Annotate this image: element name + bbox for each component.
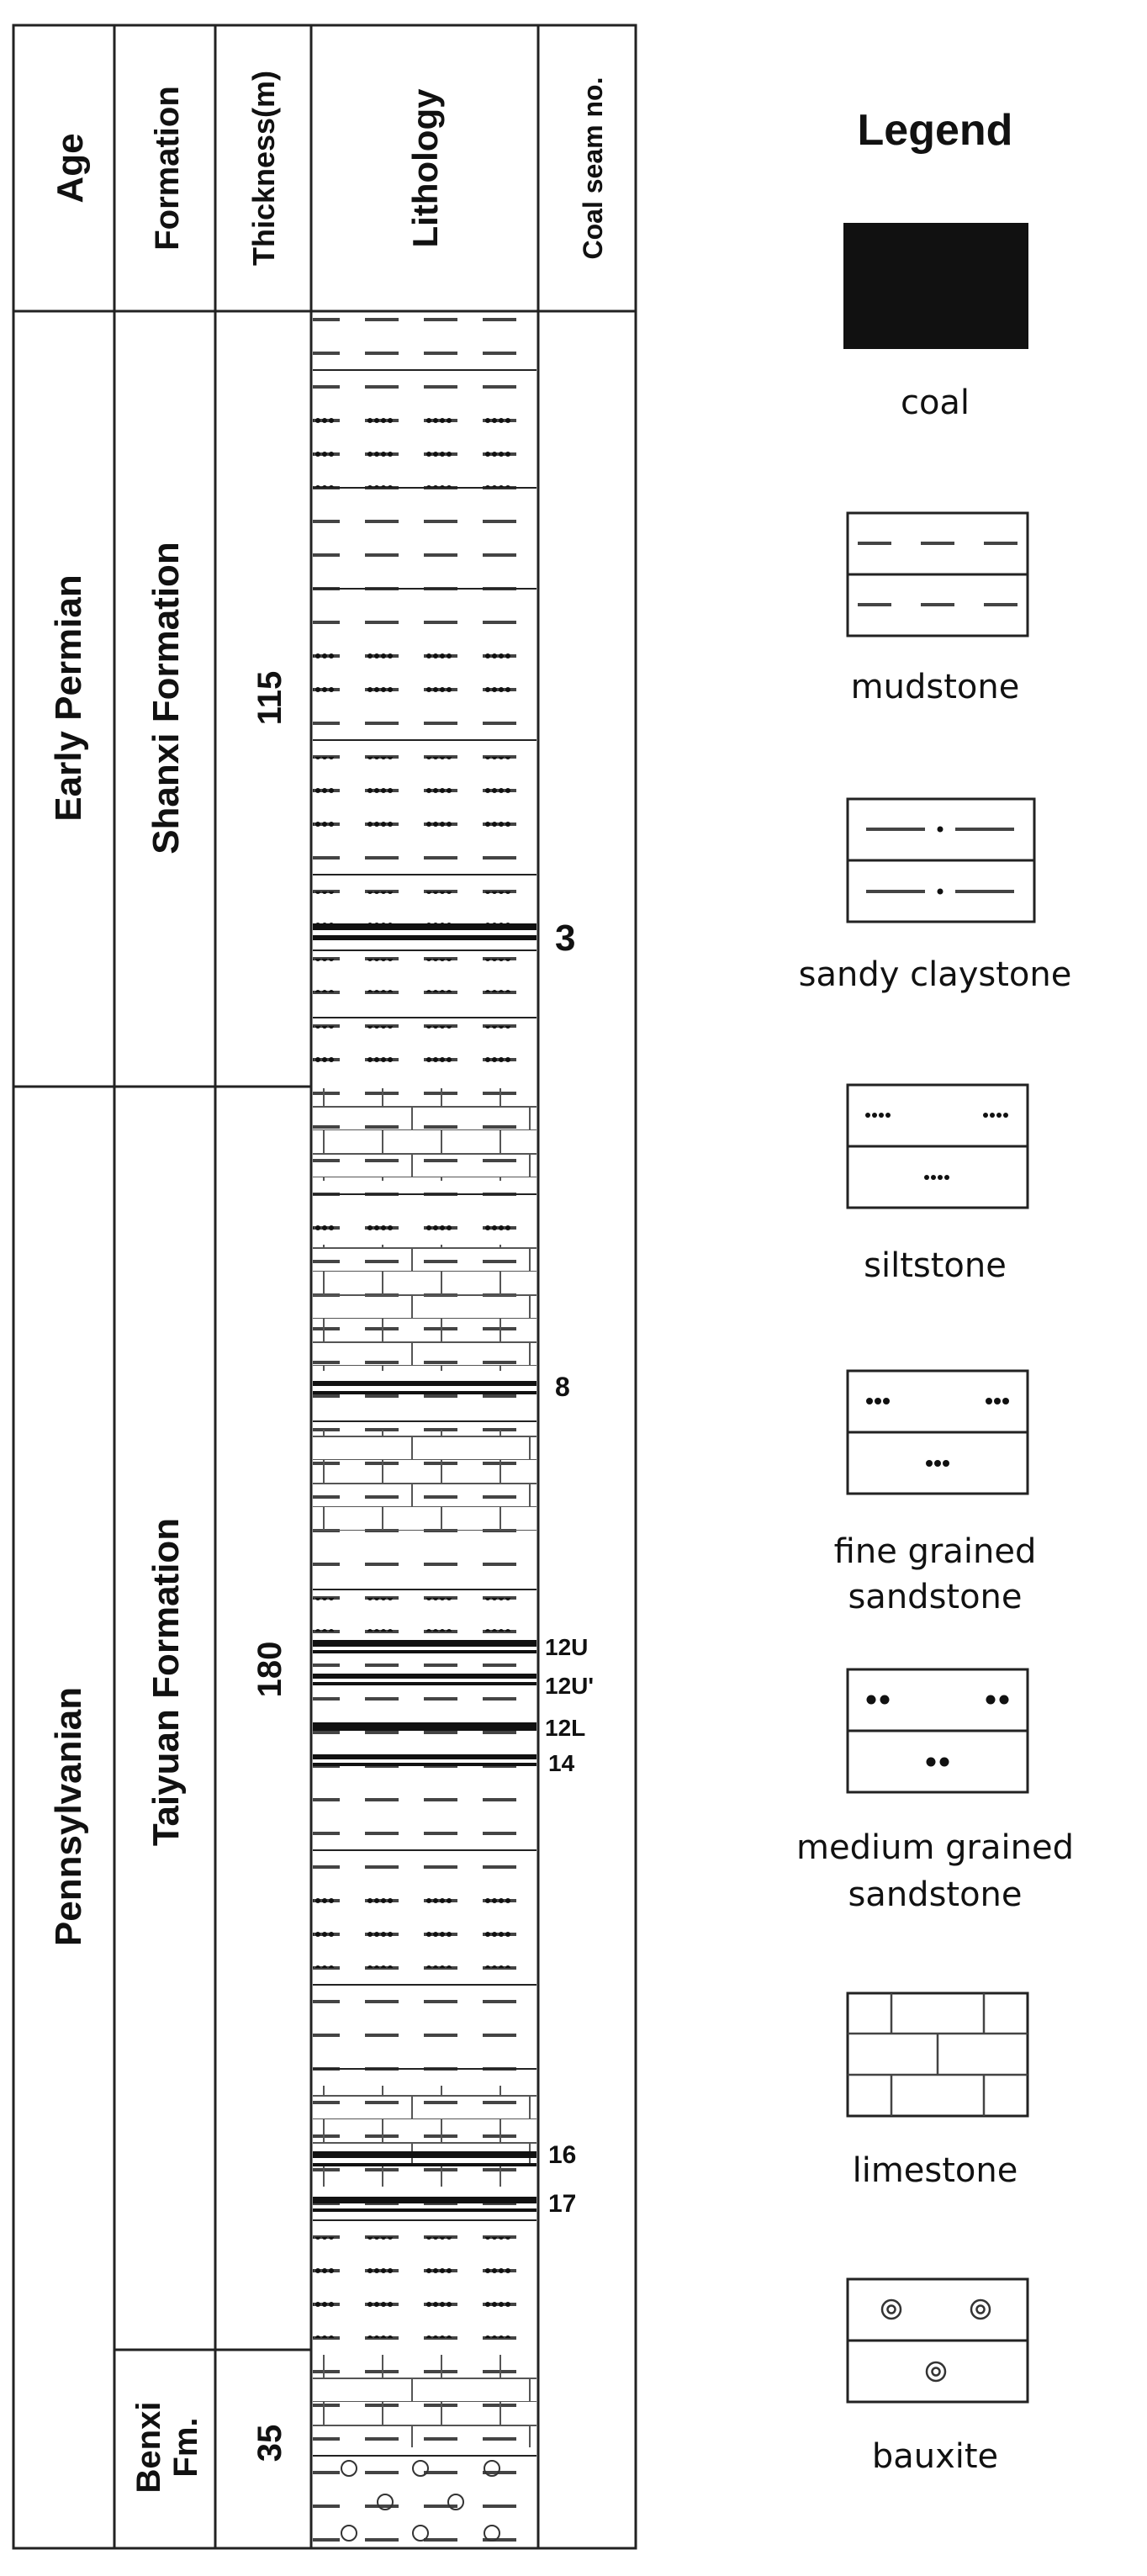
formation-taiyuan: Taiyuan Formation [145, 1518, 187, 1846]
header-formation: Formation [149, 86, 186, 251]
header-thickness: Thickness(m) [246, 71, 281, 266]
legend-sandy-claystone-swatch [846, 797, 1036, 923]
legend-coal-swatch [843, 223, 1028, 349]
legend-medium-sandstone-label-1: medium grained [796, 1828, 1074, 1867]
formation-shanxi: Shanxi Formation [145, 542, 187, 854]
coal-seam-3: 3 [555, 918, 575, 959]
lithology-column [313, 313, 536, 2547]
coal-seam-12u-prime: 12U' [545, 1673, 594, 1699]
formation-benxi-line2: Fm. [167, 2417, 204, 2477]
legend-sandy-claystone-label: sandy claystone [799, 955, 1072, 994]
legend-bauxite-label: bauxite [872, 2437, 998, 2476]
legend-limestone-swatch [846, 1992, 1029, 2118]
header-lithology: Lithology [405, 88, 445, 248]
formation-benxi-line1: Benxi [130, 2402, 167, 2494]
column-frame [12, 24, 637, 2550]
age-early-permian: Early Permian [48, 574, 89, 822]
legend-medium-sandstone-label-2: sandstone [848, 1875, 1022, 1914]
legend-title: Legend [858, 106, 1013, 155]
thickness-benxi: 35 [251, 2425, 288, 2462]
coal-seam-12u: 12U [545, 1634, 588, 1660]
legend-limestone-label: limestone [853, 2151, 1018, 2190]
legend-coal-label: coal [901, 383, 970, 422]
header-age: Age [50, 133, 91, 203]
legend-mudstone-label: mudstone [851, 668, 1020, 706]
legend-bauxite-swatch [846, 2277, 1029, 2404]
legend-siltstone-swatch [846, 1083, 1029, 1209]
coal-seam-14: 14 [548, 1750, 575, 1776]
legend-fine-sandstone-swatch [846, 1369, 1029, 1495]
thickness-shanxi: 115 [251, 671, 288, 726]
legend-fine-sandstone-label-1: fine grained [834, 1532, 1037, 1571]
age-pennsylvanian: Pennsylvanian [48, 1687, 89, 1946]
legend-fine-sandstone-label-2: sandstone [848, 1578, 1022, 1616]
thickness-taiyuan: 180 [251, 1642, 288, 1698]
header-coal-seam: Coal seam no. [578, 77, 608, 260]
coal-seam-8: 8 [555, 1372, 570, 1402]
coal-seam-16: 16 [548, 2141, 576, 2169]
legend-siltstone-label: siltstone [864, 1246, 1007, 1285]
legend-mudstone-swatch [846, 511, 1029, 637]
coal-seam-12l: 12L [545, 1715, 585, 1741]
coal-seam-17: 17 [548, 2190, 576, 2218]
legend-medium-sandstone-swatch [846, 1668, 1029, 1794]
